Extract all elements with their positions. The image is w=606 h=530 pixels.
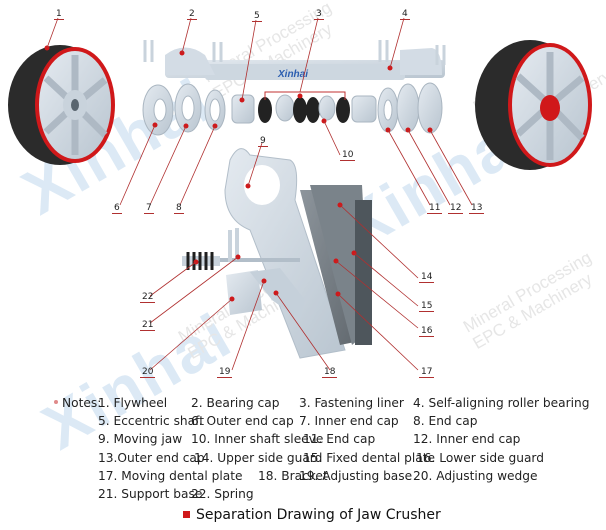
- caption-text: Separation Drawing of Jaw Crusher: [196, 507, 441, 523]
- note-item: 18. Bracket: [258, 469, 328, 483]
- callout-16: 16: [419, 326, 435, 337]
- note-item: 2. Bearing cap: [191, 396, 280, 410]
- end-caps-right: [377, 82, 443, 134]
- note-item: 12. Inner end cap: [413, 432, 521, 446]
- end-caps-left: [142, 83, 255, 136]
- callout-21: 21: [140, 320, 156, 331]
- note-item: 1. Flywheel: [98, 396, 168, 410]
- note-item: 7. Inner end cap: [299, 414, 399, 428]
- exploded-diagram: Xinhai Xinhai Xinhai Mineral ProcessingE…: [8, 0, 606, 463]
- callout-8: 8: [174, 203, 184, 214]
- callout-20: 20: [140, 367, 156, 378]
- callout-7: 7: [144, 203, 154, 214]
- note-item: 16. Lower side guard: [416, 451, 544, 465]
- note-item: 6. Outer end cap: [191, 414, 294, 428]
- note-item: 3. Fastening liner: [299, 396, 404, 410]
- figure-caption: Separation Drawing of Jaw Crusher: [183, 507, 441, 523]
- note-item: 20. Adjusting wedge: [413, 469, 538, 483]
- note-item: 10. Inner shaft sleeve: [191, 432, 324, 446]
- flywheel-left: [8, 45, 115, 165]
- callout-19: 19: [217, 367, 233, 378]
- callout-5: 5: [252, 11, 262, 22]
- caption-square-icon: [183, 511, 190, 518]
- callout-14: 14: [419, 272, 435, 283]
- note-item: 11. End cap: [303, 432, 376, 446]
- callout-22: 22: [140, 292, 156, 303]
- callout-12: 12: [448, 203, 464, 214]
- flywheel-right: [475, 40, 592, 170]
- callout-4: 4: [400, 9, 410, 20]
- note-item: 8. End cap: [413, 414, 478, 428]
- note-item: 14. Upper side guard: [194, 451, 323, 465]
- notes-label: Notes:: [62, 396, 102, 410]
- callout-11: 11: [427, 203, 443, 214]
- note-item: 13.Outer end cap: [98, 451, 205, 465]
- callout-9: 9: [258, 136, 268, 147]
- callout-17: 17: [419, 367, 435, 378]
- note-item: 19. Adjusting base: [299, 469, 413, 483]
- moving-jaw: [224, 148, 346, 359]
- callout-2: 2: [187, 9, 197, 20]
- notes-bullet-icon: [54, 400, 58, 404]
- bearings-and-sleeves: [258, 94, 377, 123]
- callout-10: 10: [340, 150, 356, 161]
- parts-drawing: Xinhai: [8, 17, 592, 371]
- note-item: 22. Spring: [191, 487, 254, 501]
- shaft-logo: Xinhai: [277, 69, 308, 80]
- callout-1: 1: [54, 9, 64, 20]
- callout-3: 3: [314, 9, 324, 20]
- note-item: 9. Moving jaw: [98, 432, 183, 446]
- note-item: 21. Support base: [98, 487, 203, 501]
- fixed-jaw-plates: [300, 185, 372, 345]
- leader-lines: [46, 17, 473, 371]
- callout-18: 18: [322, 367, 338, 378]
- eccentric-shaft: Xinhai: [143, 40, 446, 80]
- callout-15: 15: [419, 301, 435, 312]
- note-item: 4. Self-aligning roller bearing: [413, 396, 590, 410]
- note-item: 17. Moving dental plate: [98, 469, 243, 483]
- note-item: 15. Fixed dental plate: [303, 451, 436, 465]
- note-item: 5. Eccentric shaft: [98, 414, 204, 428]
- callout-6: 6: [112, 203, 122, 214]
- callout-13: 13: [469, 203, 485, 214]
